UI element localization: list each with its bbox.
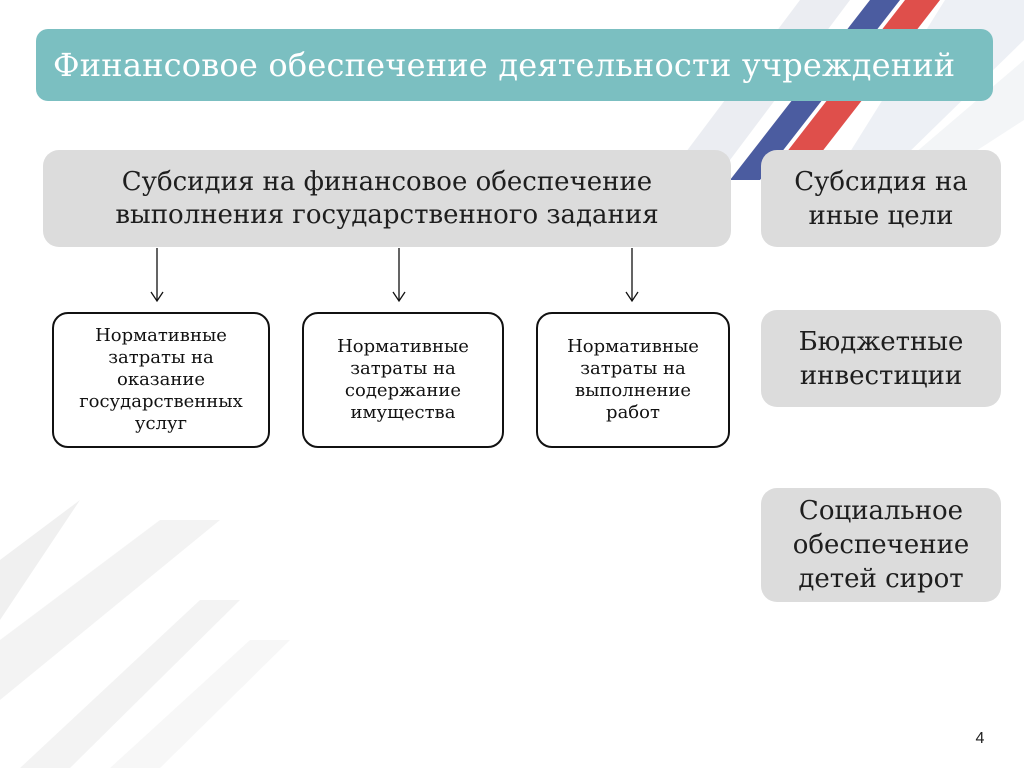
node-other-purposes: Субсидия на иные цели xyxy=(761,150,1001,247)
node-orphans-support: Социальное обеспечение детей сирот xyxy=(761,488,1001,602)
title-bar: Финансовое обеспечение деятельности учре… xyxy=(36,29,993,101)
node-works-costs: Нормативные затраты на выполнение работ xyxy=(536,312,730,448)
node-other-purposes-label: Субсидия на иные цели xyxy=(794,166,968,231)
node-services-costs: Нормативные затраты на оказание государс… xyxy=(52,312,270,448)
main-subsidy-label: Субсидия на финансовое обеспечение выпол… xyxy=(115,166,659,230)
node-works-label: Нормативные затраты на выполнение работ xyxy=(567,336,699,423)
page-number: 4 xyxy=(975,730,985,747)
main-subsidy-node: Субсидия на финансовое обеспечение выпол… xyxy=(43,150,731,247)
node-property-costs: Нормативные затраты на содержание имущес… xyxy=(302,312,504,448)
arrow-head-services xyxy=(150,291,164,303)
node-budget-investments: Бюджетные инвестиции xyxy=(761,310,1001,407)
node-services-label: Нормативные затраты на оказание государс… xyxy=(79,325,243,434)
arrow-head-property xyxy=(392,291,406,303)
node-property-label: Нормативные затраты на содержание имущес… xyxy=(337,336,469,423)
bottom-left-stripes xyxy=(0,500,290,768)
arrow-head-works xyxy=(625,291,639,303)
node-budget-investments-label: Бюджетные инвестиции xyxy=(798,326,964,391)
node-orphans-support-label: Социальное обеспечение детей сирот xyxy=(792,496,970,594)
slide-title: Финансовое обеспечение деятельности учре… xyxy=(53,46,956,84)
